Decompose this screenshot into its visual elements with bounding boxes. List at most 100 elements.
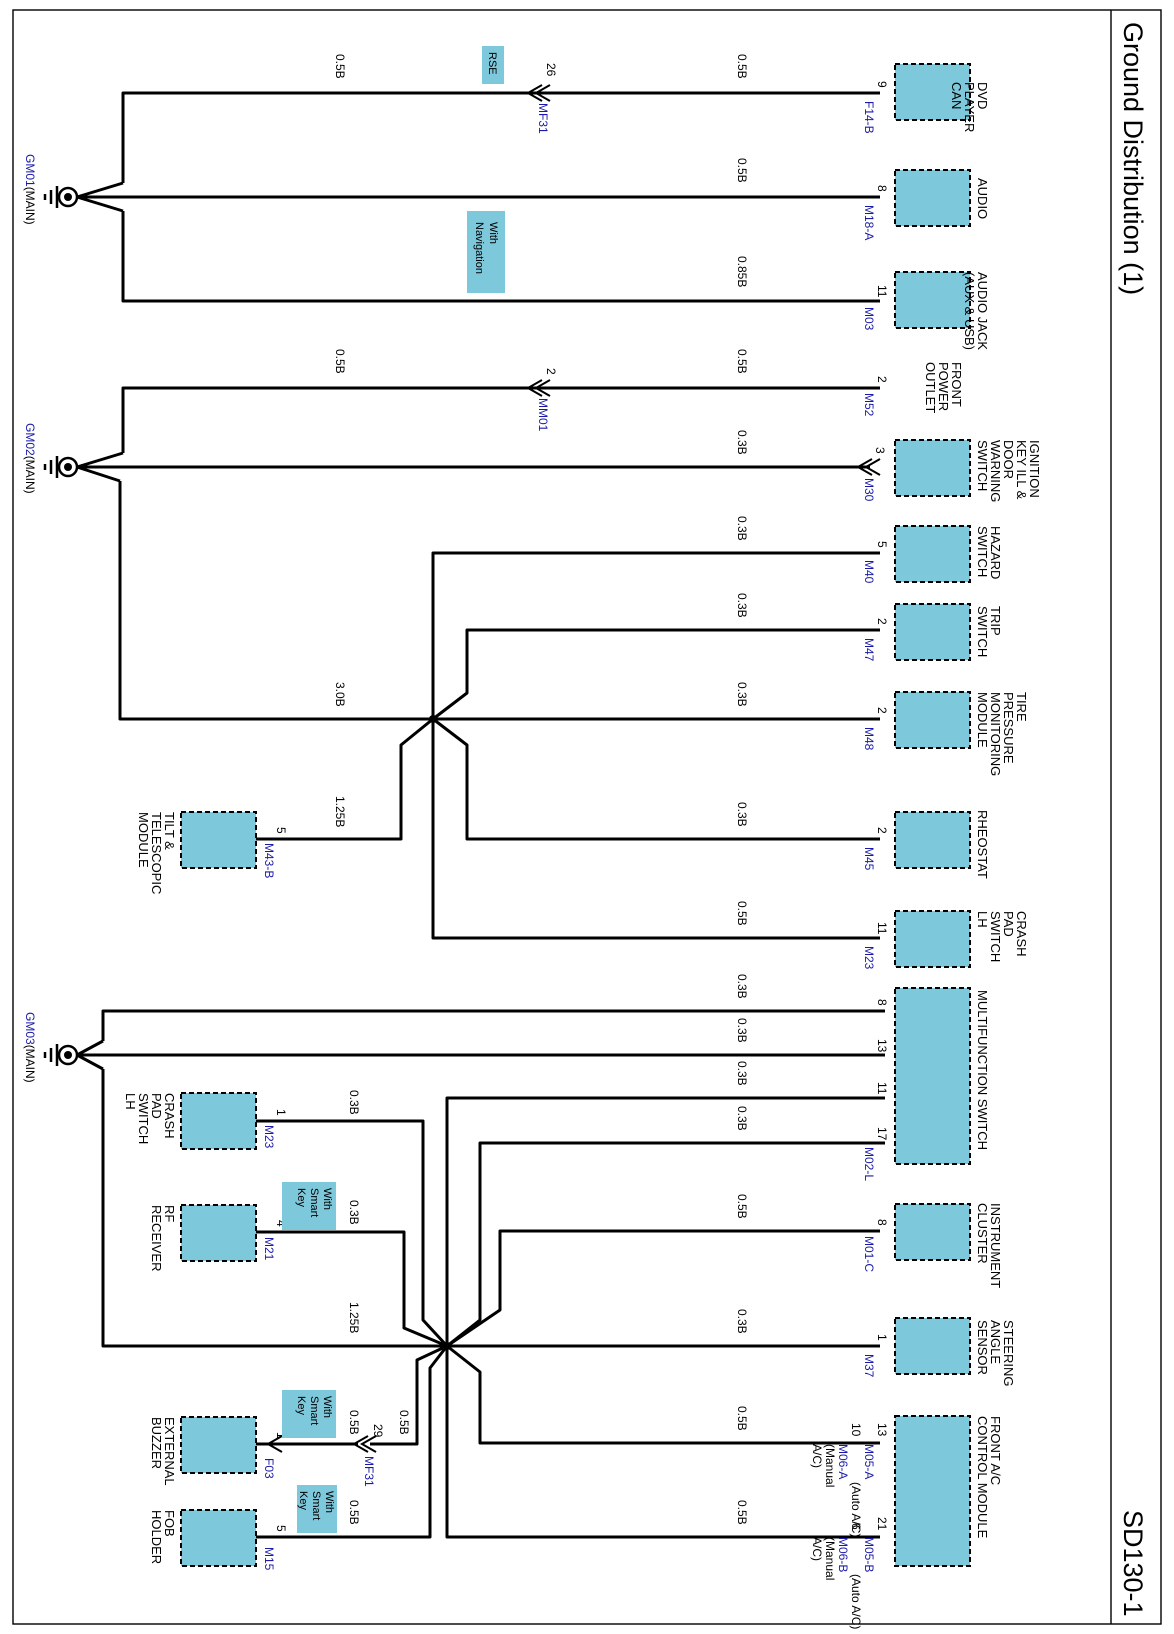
svg-text:FRONTPOWEROUTLET: FRONTPOWEROUTLET: [923, 362, 964, 413]
wire-splice2-ground: [101, 1069, 447, 1348]
svg-text:2: 2: [875, 618, 889, 625]
ground-gm03-icon: [43, 1039, 104, 1071]
svg-text:Smart: Smart: [308, 1396, 320, 1425]
svg-text:Navigation: Navigation: [473, 222, 485, 274]
svg-text:9: 9: [875, 81, 889, 88]
svg-text:0.5B: 0.5B: [347, 1410, 361, 1435]
page-title: Ground Distribution (1): [1118, 22, 1148, 295]
component-multifunction-switch: MULTIFUNCTION SWITCH: [894, 987, 990, 1165]
svg-text:1.25B: 1.25B: [333, 796, 347, 827]
svg-text:2: 2: [544, 368, 558, 375]
svg-text:TRIPSWITCH: TRIPSWITCH: [975, 606, 1003, 657]
svg-text:M52: M52: [862, 393, 876, 417]
wire-trip: [432, 628, 880, 721]
wire-fob: [256, 1345, 449, 1539]
svg-text:M48: M48: [862, 727, 876, 751]
svg-text:0.3B: 0.3B: [735, 430, 749, 455]
svg-text:TILT &TELESCOPICMODULE: TILT &TELESCOPICMODULE: [136, 812, 177, 894]
svg-text:1: 1: [274, 1432, 288, 1439]
svg-text:4: 4: [274, 1220, 288, 1227]
svg-text:DVDPLAYERCAN: DVDPLAYERCAN: [949, 82, 990, 132]
wire-group: [77, 91, 885, 1539]
svg-text:0.3B: 0.3B: [347, 1200, 361, 1225]
svg-text:(Manual: (Manual: [823, 1444, 837, 1487]
svg-text:M15: M15: [262, 1547, 276, 1571]
svg-text:FRONT A/CCONTROL MODULE: FRONT A/CCONTROL MODULE: [975, 1416, 1003, 1539]
svg-text:0.5B: 0.5B: [347, 1500, 361, 1525]
connector-labels: F14-B MF31 M18-A M03 M52 MM01 M30 M40 M4…: [262, 101, 876, 1572]
svg-text:AUDIO: AUDIO: [975, 178, 990, 219]
svg-text:STEERINGANGLESENSOR: STEERINGANGLESENSOR: [975, 1320, 1016, 1386]
ground-label-gm03: GM03(MAIN): [23, 1012, 37, 1083]
svg-text:M05-B: M05-B: [862, 1537, 876, 1572]
svg-text:0.3B: 0.3B: [735, 1018, 749, 1043]
svg-text:0.5B: 0.5B: [735, 54, 749, 79]
connector-mm01-icon: [525, 379, 551, 397]
svg-text:EXTERNALBUZZER: EXTERNALBUZZER: [149, 1417, 177, 1486]
svg-text:0.5B: 0.5B: [397, 1410, 411, 1435]
svg-text:(Auto A/C): (Auto A/C): [849, 1574, 863, 1629]
svg-text:11: 11: [875, 285, 889, 298]
svg-text:M18-A: M18-A: [862, 205, 876, 240]
component-ignition-key-switch: IGNITIONKEY ILL &DOORWARNINGSWITCH: [894, 439, 1042, 502]
svg-text:0.3B: 0.3B: [735, 1106, 749, 1131]
component-rheostat: RHEOSTAT: [894, 810, 990, 879]
splice-point-2: [443, 1342, 451, 1350]
connector-f03-icon: [265, 1435, 283, 1453]
note-smart-key-rf: With Smart Key: [282, 1182, 336, 1230]
svg-text:M43-B: M43-B: [262, 843, 276, 878]
wire-dvd: [121, 91, 880, 183]
wire-mfs-8: [101, 1009, 885, 1041]
svg-text:With: With: [321, 1188, 333, 1210]
svg-text:0.3B: 0.3B: [347, 1090, 361, 1115]
component-front-power-outlet: FRONTPOWEROUTLET: [923, 362, 964, 413]
svg-text:RFRECEIVER: RFRECEIVER: [149, 1205, 177, 1271]
svg-text:5: 5: [875, 541, 889, 548]
svg-text:Key: Key: [297, 1491, 309, 1510]
wire-size-labels: 0.5B 0.5B 0.5B 0.85B 0.5B 0.5B 0.3B 0.3B…: [333, 54, 749, 1525]
svg-text:10: 10: [849, 1423, 863, 1437]
wire-cluster: [446, 1229, 880, 1348]
svg-text:(Auto A/C): (Auto A/C): [849, 1482, 863, 1537]
svg-text:M01-C: M01-C: [862, 1236, 876, 1272]
svg-text:17: 17: [875, 1127, 889, 1141]
svg-text:13: 13: [875, 1039, 889, 1053]
svg-text:5: 5: [274, 1525, 288, 1532]
component-audio: AUDIO: [894, 169, 990, 227]
ground-gm01-icon: [43, 181, 124, 213]
svg-text:0.5B: 0.5B: [735, 1194, 749, 1219]
component-audio-jack: AUDIO JACK(AUX & USB): [894, 271, 990, 350]
note-rse: RSE: [482, 46, 504, 84]
ground-gm02-icon: [43, 451, 124, 483]
svg-text:INSTRUMENTCLUSTER: INSTRUMENTCLUSTER: [975, 1203, 1003, 1288]
wire-mfs-17: [446, 1141, 885, 1348]
svg-text:0.5B: 0.5B: [735, 158, 749, 183]
wire-rheostat: [432, 717, 880, 841]
ac-notes: (Auto A/C) (Manual A/C) (Auto A/C) (Manu…: [810, 1444, 863, 1629]
svg-text:CRASHPADSWITCHLH: CRASHPADSWITCHLH: [123, 1093, 177, 1144]
component-instrument-cluster: INSTRUMENTCLUSTER: [894, 1203, 1003, 1288]
svg-text:A/C): A/C): [810, 1537, 824, 1561]
wire-mfs-11: [445, 1096, 885, 1346]
note-smart-key-fob: With Smart Key: [297, 1485, 337, 1533]
svg-text:0.3B: 0.3B: [735, 682, 749, 707]
svg-text:0.3B: 0.3B: [735, 802, 749, 827]
svg-text:M37: M37: [862, 1354, 876, 1378]
svg-text:(Manual: (Manual: [823, 1537, 837, 1580]
svg-text:A/C): A/C): [810, 1444, 824, 1468]
svg-text:1.25B: 1.25B: [347, 1302, 361, 1333]
svg-text:0.5B: 0.5B: [735, 1406, 749, 1431]
wire-ac-a: [446, 1344, 880, 1445]
component-crash-pad-switch-2: CRASHPADSWITCHLH: [123, 1092, 257, 1150]
note-smart-key-buzzer: With Smart Key: [282, 1390, 336, 1438]
svg-text:0.5B: 0.5B: [333, 349, 347, 374]
component-crash-pad-switch-1: CRASHPADSWITCHLH: [894, 910, 1029, 968]
splice-point-1: [429, 715, 437, 723]
svg-text:0.3B: 0.3B: [735, 974, 749, 999]
svg-text:M47: M47: [862, 638, 876, 662]
wire-splice1-ground: [118, 481, 433, 721]
svg-text:8: 8: [875, 185, 889, 192]
wire-mf31-bottom: [370, 1344, 448, 1446]
